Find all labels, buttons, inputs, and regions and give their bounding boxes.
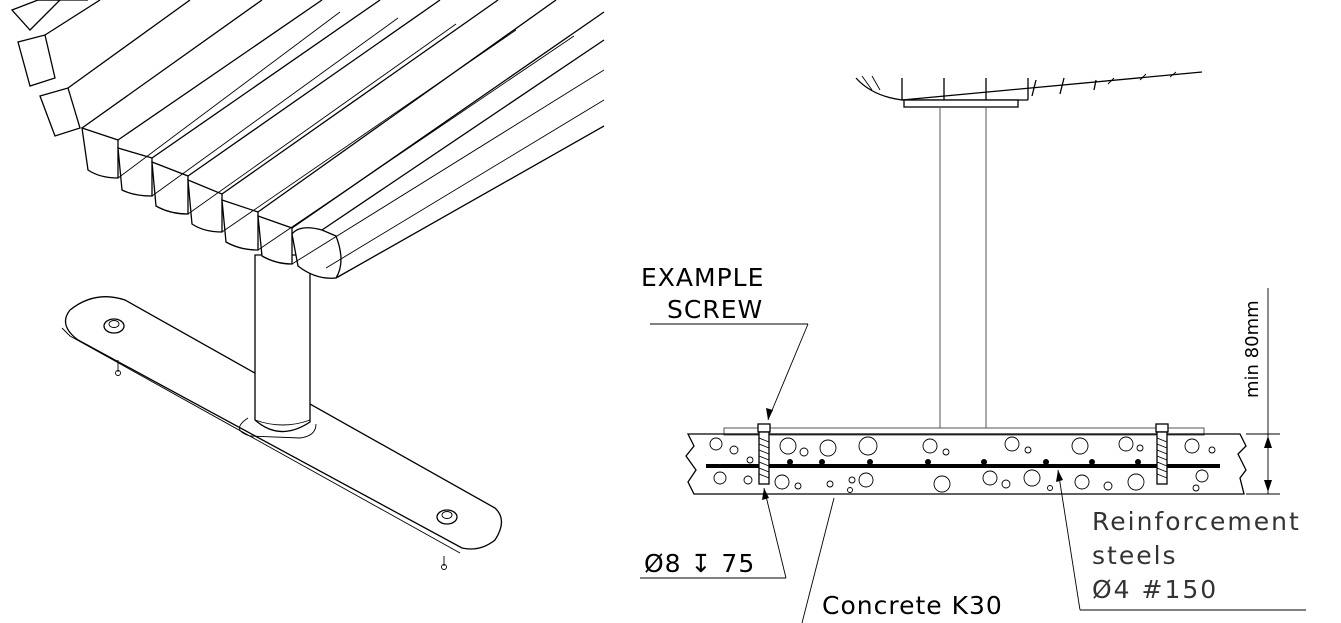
label-concrete: Concrete K30	[822, 591, 1003, 620]
bolt-bottom	[436, 509, 458, 570]
label-reinforcement-1: Reinforcement	[1092, 507, 1301, 536]
seat-slats	[10, 0, 605, 279]
leader-example-screw	[650, 323, 809, 421]
leader-reinforcement	[1056, 469, 1306, 611]
screw-right	[1155, 423, 1169, 485]
section-base-plate	[723, 427, 1205, 436]
leader-concrete	[801, 497, 835, 623]
label-reinforcement-3: Ø4 #150	[1092, 575, 1218, 604]
section-view: EXAMPLE SCREW Ø8 ↧ 75 Concrete K30 Reinf…	[640, 71, 1306, 623]
label-example-screw-1: EXAMPLE	[641, 263, 764, 292]
screw-left	[757, 423, 771, 485]
aggregate	[709, 436, 1216, 493]
leader-drill-spec	[640, 487, 787, 579]
label-example-screw-2: SCREW	[667, 295, 763, 324]
dimension-min-depth	[1246, 288, 1280, 495]
rebar-dots	[787, 459, 1141, 465]
section-column	[939, 108, 987, 428]
label-drill-spec: Ø8 ↧ 75	[644, 549, 755, 578]
isometric-bench-view	[10, 0, 605, 570]
seat-section	[855, 71, 1203, 108]
label-min-depth: min 80mm	[1242, 300, 1263, 398]
bolt-top	[103, 318, 125, 376]
support-post	[239, 254, 317, 439]
label-reinforcement-2: steels	[1092, 541, 1178, 570]
concrete-slab	[685, 433, 1247, 495]
